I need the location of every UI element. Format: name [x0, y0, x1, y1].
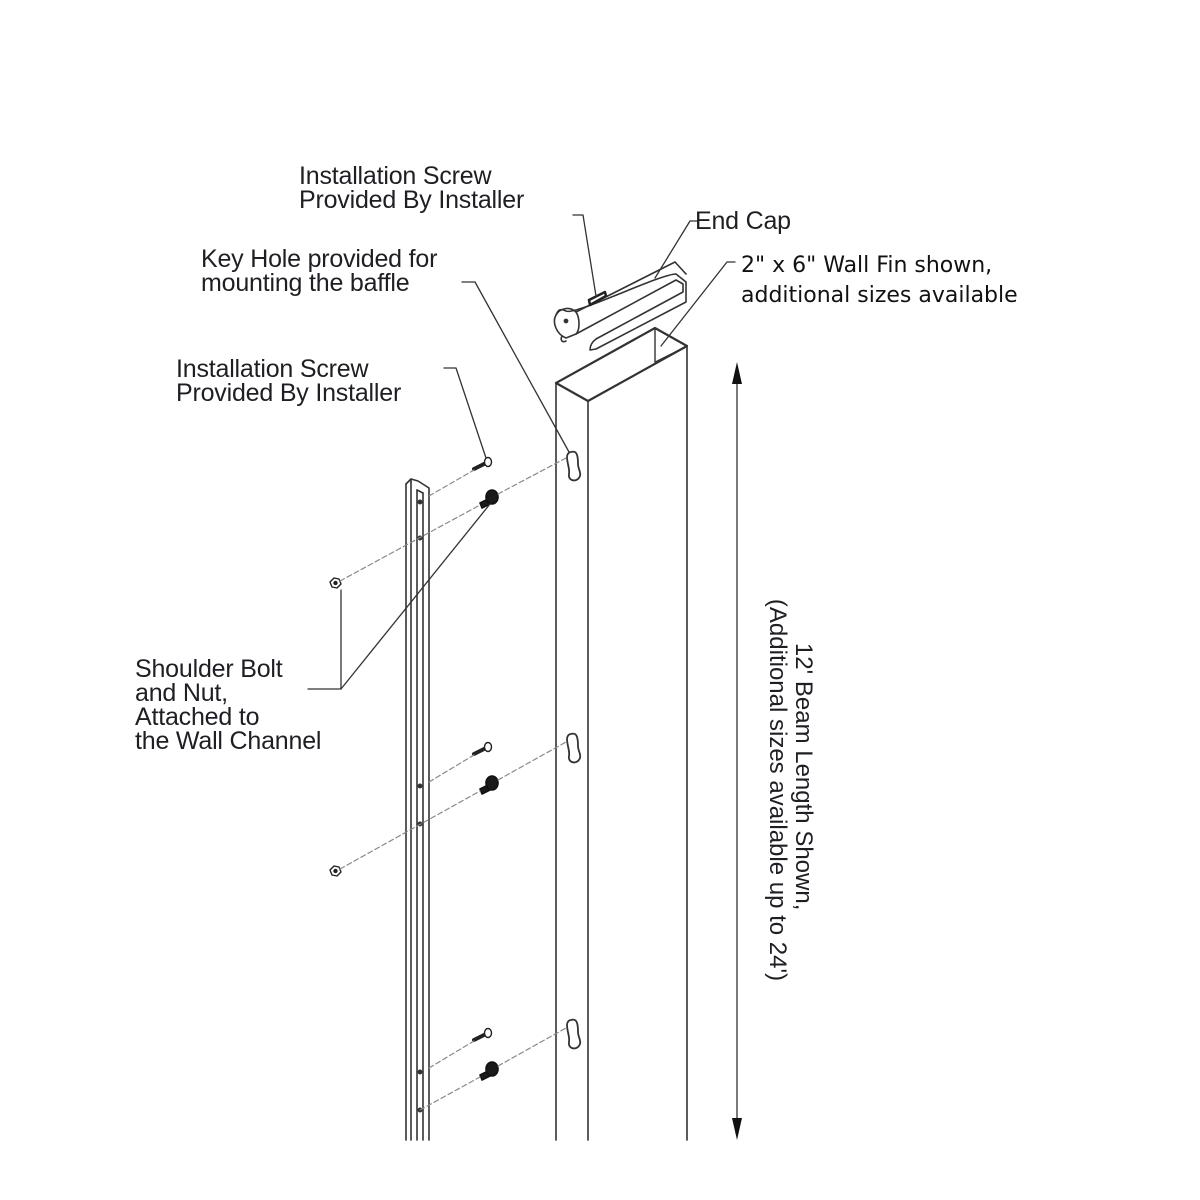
arrow-up-icon [732, 362, 742, 384]
label-line: 2" x 6" Wall Fin shown, [741, 253, 993, 278]
side-screw-label: Installation Screw Provided By Installer [176, 355, 402, 407]
shoulder-bolt-label: Shoulder Bolt and Nut, Attached to the W… [135, 655, 322, 755]
top-screw-label: Installation Screw Provided By Installer [299, 162, 525, 214]
wall-fin-beam [554, 326, 689, 1141]
shoulder-bolt-icon [479, 1061, 499, 1081]
wall-fin-label: 2" x 6" Wall Fin shown, additional sizes… [741, 251, 1018, 311]
label-line: Provided By Installer [299, 186, 525, 214]
end-cap [553, 261, 687, 351]
beam-length-label: 12' Beam Length Shown, (Additional sizes… [764, 598, 817, 982]
label-line: Installation Screw [299, 162, 492, 190]
label-line: 12' Beam Length Shown, [790, 642, 817, 911]
label-line: Attached to [135, 703, 260, 731]
screw-icon [472, 456, 493, 471]
label-line: Shoulder Bolt [135, 655, 283, 683]
end-cap-label: End Cap [695, 207, 791, 235]
screw-icon [472, 741, 493, 756]
nut-icon [329, 865, 342, 877]
label-line: mounting the baffle [201, 269, 410, 297]
label-line: Provided By Installer [176, 379, 402, 407]
assembly-guide-lines [339, 457, 567, 1111]
label-line: Key Hole provided for [201, 245, 438, 273]
label-line: the Wall Channel [135, 727, 322, 755]
shoulder-bolt-icon [479, 775, 499, 795]
nut-icon [329, 577, 342, 589]
wall-channel [405, 478, 430, 1141]
key-hole-label: Key Hole provided for mounting the baffl… [201, 245, 438, 297]
beam-length-dimension [732, 362, 742, 1140]
label-line: Installation Screw [176, 355, 369, 383]
keyhole-icon [566, 732, 582, 764]
label-line: (Additional sizes available up to 24') [764, 598, 791, 982]
label-line: End Cap [695, 207, 791, 235]
label-line: and Nut, [135, 679, 228, 707]
keyhole-icon [566, 450, 582, 482]
keyhole-icon [566, 1018, 582, 1050]
label-line: additional sizes available [741, 283, 1018, 308]
arrow-down-icon [732, 1118, 742, 1140]
leader-lines [307, 214, 736, 690]
screw-icon [472, 1027, 493, 1042]
